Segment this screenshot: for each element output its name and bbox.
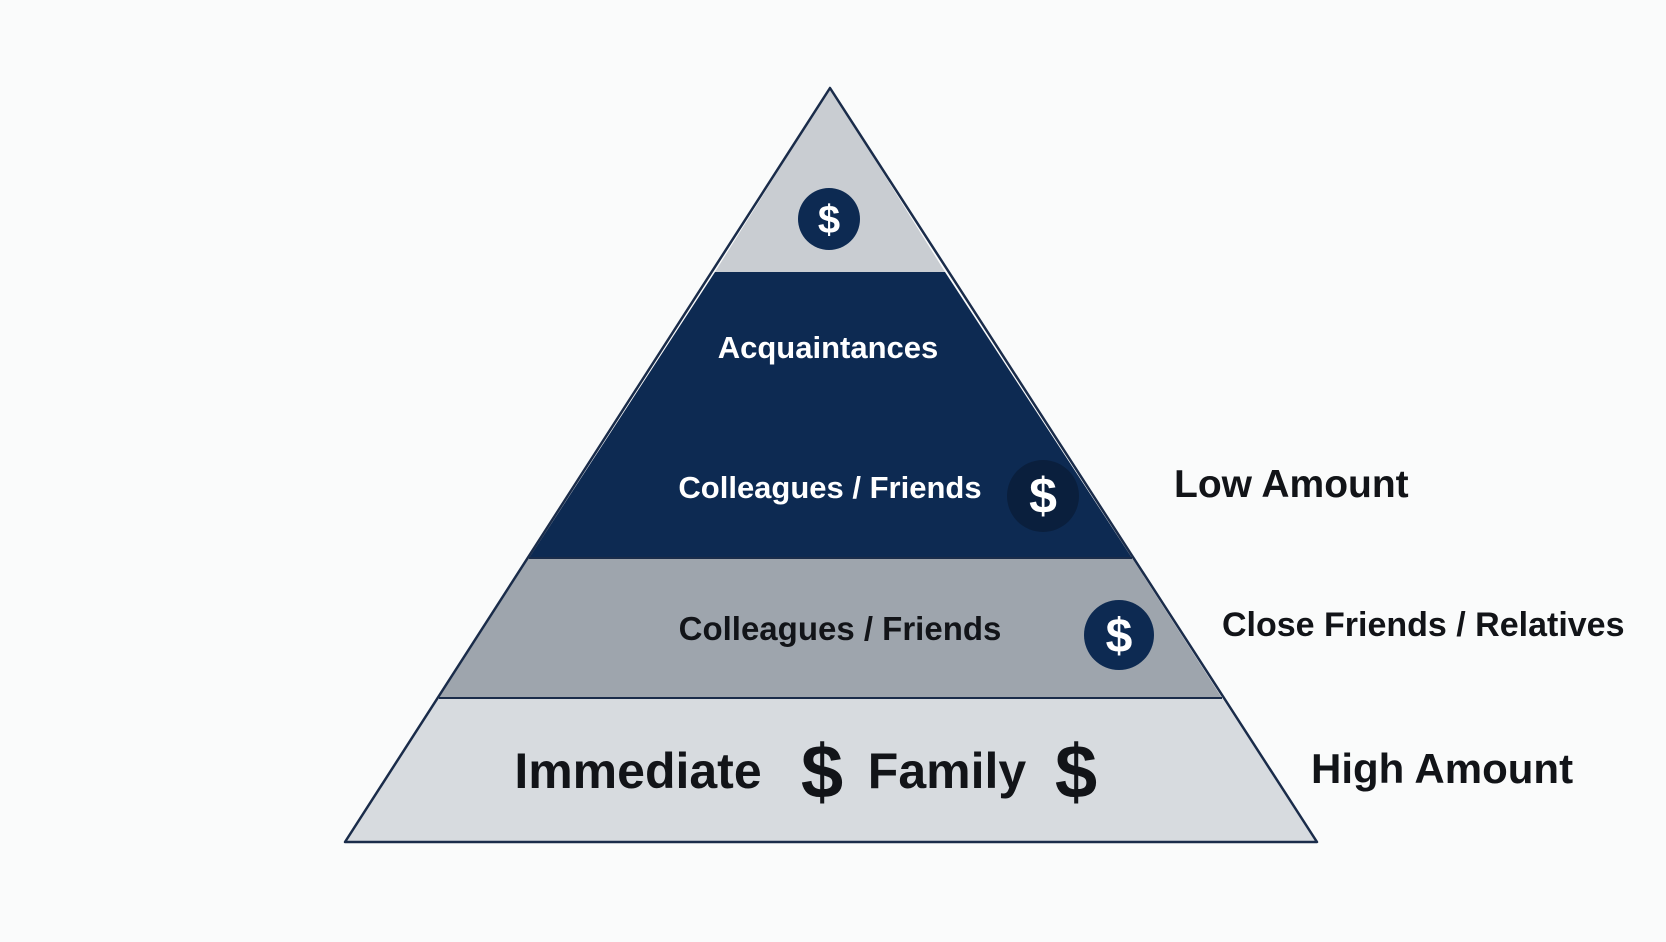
tier-label-colleagues-friends-navy: Colleagues / Friends xyxy=(678,470,981,505)
dollar-circle-icon: $ xyxy=(1007,460,1079,532)
dollar-sign-icon: $ xyxy=(1055,730,1097,815)
apex-tier xyxy=(715,88,945,272)
dollar-sign-icon: $ xyxy=(801,730,843,815)
side-label-close-friends-relatives: Close Friends / Relatives xyxy=(1222,606,1625,644)
dollar-circle-icon: $ xyxy=(1084,600,1154,670)
dollar-glyph: $ xyxy=(1106,610,1133,663)
dollar-circle-icon: $ xyxy=(798,188,860,250)
navy-tier xyxy=(529,272,1132,558)
dollar-glyph: $ xyxy=(818,198,840,242)
base-tier xyxy=(345,698,1317,842)
dollar-glyph: $ xyxy=(1029,468,1057,524)
tier-label-colleagues-friends-grey: Colleagues / Friends xyxy=(679,610,1002,647)
tier-label-family: Family xyxy=(868,743,1027,799)
pyramid-outline xyxy=(343,86,1319,844)
tier-label-immediate: Immediate xyxy=(514,743,761,799)
side-label-low-amount: Low Amount xyxy=(1174,463,1409,506)
grey-middle-tier xyxy=(439,558,1222,698)
side-label-high-amount: High Amount xyxy=(1311,745,1573,792)
tier-label-acquaintances: Acquaintances xyxy=(718,330,939,365)
